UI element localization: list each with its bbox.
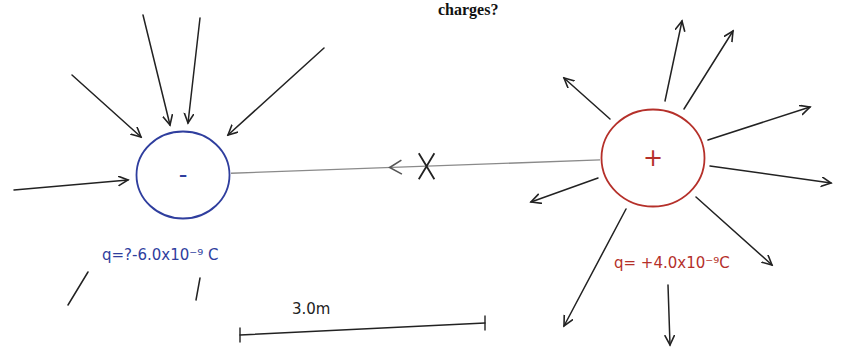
negative-charge: - (135, 130, 231, 220)
distance-label: 3.0m (290, 300, 332, 318)
charge-sign: - (179, 163, 188, 187)
field-line (72, 75, 141, 137)
field-line (531, 178, 598, 202)
field-line (665, 21, 682, 101)
charge-value: q=?-6.0x10⁻⁹ C (100, 246, 220, 264)
charge-circle (602, 110, 705, 207)
field-line (14, 180, 128, 190)
field-line (228, 48, 324, 135)
dimension-tick (484, 316, 485, 330)
field-line (668, 285, 670, 345)
charge-sign: + (643, 146, 663, 170)
field-line (708, 107, 810, 140)
cross-mark (419, 153, 435, 179)
field-line (684, 31, 733, 109)
charge-value: q= +4.0x10⁻⁹C (612, 254, 732, 272)
field-line (196, 278, 200, 300)
force-connector-group (231, 153, 600, 179)
field-line (68, 272, 88, 305)
question-text: charges? (436, 0, 500, 19)
field-line (143, 15, 170, 125)
field-line (564, 78, 610, 119)
field-line (188, 18, 200, 123)
force-line (231, 160, 600, 173)
dimension-line (240, 323, 485, 335)
field-line (710, 166, 831, 183)
charge-circle (137, 132, 230, 219)
positive-charge: + (600, 108, 706, 208)
dimension-tick (239, 328, 240, 342)
arrow-head (390, 160, 402, 174)
